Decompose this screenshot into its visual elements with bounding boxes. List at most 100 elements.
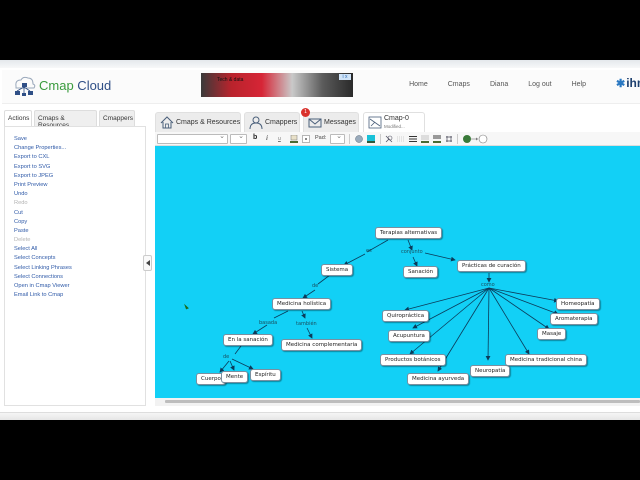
toolbar-separator: [457, 134, 458, 144]
actions-panel: Save Change Properties... Export to CXL …: [4, 126, 146, 406]
bold-button[interactable]: b: [253, 134, 258, 141]
ihmc-logo[interactable]: ✱ihm: [616, 76, 640, 90]
browser-chrome-strip: [0, 60, 640, 68]
linking-phrase-de[interactable]: de: [312, 283, 319, 289]
tab-cmappers[interactable]: Cmappers: [99, 110, 135, 126]
toolbar-separator: [380, 134, 381, 144]
tab-cmap-document[interactable]: Cmap-0 Modified...: [363, 112, 425, 132]
tab-messages[interactable]: 1 Messages: [301, 108, 359, 132]
ihmc-text: ihm: [626, 76, 640, 90]
tab-label: Cmappers: [265, 119, 298, 126]
concept-medicina-holistica[interactable]: Medicina holística: [272, 298, 332, 310]
tab-label: Cmaps & Resources: [176, 119, 241, 126]
document-status: Modified...: [384, 124, 405, 129]
nav-home[interactable]: Home: [409, 81, 428, 88]
tab-actions[interactable]: Actions: [4, 110, 32, 126]
concept-neuropatia[interactable]: Neuropatía: [470, 365, 511, 377]
document-title: Cmap-0: [384, 115, 409, 122]
font-size-select[interactable]: [230, 132, 247, 144]
nested-node-icon[interactable]: [462, 134, 488, 144]
action-select-all[interactable]: Select All: [14, 246, 38, 253]
action-email-link[interactable]: Email Link to Cmap: [14, 292, 64, 299]
action-select-concepts[interactable]: Select Concepts: [14, 255, 56, 262]
action-save[interactable]: Save: [14, 136, 27, 142]
font-color-icon[interactable]: [290, 135, 298, 143]
underline-button[interactable]: u: [278, 136, 281, 142]
tab-cmaps-and-resources[interactable]: Cmaps & Resources: [155, 112, 241, 132]
linking-phrase-como[interactable]: como: [481, 282, 495, 288]
action-select-linking-phrases[interactable]: Select Linking Phrases: [14, 264, 72, 271]
line-color-icon[interactable]: [421, 135, 429, 143]
linking-phrase-tambien[interactable]: también: [296, 321, 317, 327]
action-redo: Redo: [14, 200, 28, 207]
tab-cmappers-main[interactable]: Cmappers: [244, 112, 300, 132]
connection-style-icon[interactable]: [385, 135, 393, 143]
concept-medicina-tradicional-china[interactable]: Medicina tradicional china: [505, 354, 588, 366]
concept-sistema[interactable]: Sistema: [321, 264, 354, 276]
linking-phrase-de-2[interactable]: de: [223, 354, 230, 360]
action-copy[interactable]: Copy: [14, 218, 28, 225]
top-navigation: Home Cmaps Diana Log out Help: [389, 81, 586, 88]
action-export-cxl[interactable]: Export to CXL: [14, 154, 50, 161]
action-delete: Delete: [14, 237, 31, 244]
collapse-panel-button[interactable]: [143, 255, 152, 271]
fill-color-icon[interactable]: [367, 135, 375, 143]
shape-icon[interactable]: [355, 135, 363, 143]
nav-log-out[interactable]: Log out: [528, 81, 552, 88]
line-thickness-icon[interactable]: [409, 135, 417, 143]
action-cut[interactable]: Cut: [14, 209, 23, 216]
app-header: Cmap Cloud Tech & data i x Home Cmaps Di…: [2, 70, 640, 104]
linking-phrase-conjunto[interactable]: conjunto: [401, 249, 423, 255]
toolbar-separator: [349, 134, 350, 144]
concept-practicas-de-curacion[interactable]: Prácticas de curación: [457, 260, 526, 272]
cmap-cloud-window: Cmap Cloud Tech & data i x Home Cmaps Di…: [0, 60, 640, 420]
action-export-jpeg[interactable]: Export to JPEG: [14, 172, 54, 179]
action-print-preview[interactable]: Print Preview: [14, 181, 48, 188]
font-family-select[interactable]: [157, 132, 228, 144]
concept-acupuntura[interactable]: Acupuntura: [388, 330, 430, 342]
linking-phrase-es[interactable]: es: [366, 248, 372, 254]
action-paste[interactable]: Paste: [14, 227, 29, 234]
concept-sanacion[interactable]: Sanación: [403, 266, 439, 278]
line-style-icon[interactable]: [397, 135, 405, 143]
action-change-properties[interactable]: Change Properties...: [14, 145, 67, 152]
action-export-svg[interactable]: Export to SVG: [14, 163, 51, 170]
tab-label: Messages: [324, 119, 356, 126]
nav-user-diana[interactable]: Diana: [489, 81, 509, 88]
concept-productos-botanicos[interactable]: Productos botánicos: [380, 354, 446, 366]
concept-medicina-complementaria[interactable]: Medicina complementaria: [281, 339, 363, 351]
text-box-icon[interactable]: [302, 135, 310, 143]
concept-aromaterapia[interactable]: Aromaterapia: [550, 313, 598, 325]
envelope-icon: [308, 118, 322, 128]
nav-cmaps[interactable]: Cmaps: [447, 81, 470, 88]
arrow-direction-icon[interactable]: [445, 135, 453, 143]
concept-mente[interactable]: Mente: [221, 371, 249, 383]
concept-en-la-sanacion[interactable]: En la sanación: [223, 334, 273, 346]
brand-cmap: Cmap: [39, 78, 74, 93]
shadow-icon[interactable]: [433, 135, 441, 143]
action-open-cmap-viewer[interactable]: Open in Cmap Viewer: [14, 283, 70, 289]
bottom-strip: [0, 412, 640, 420]
concept-map-canvas[interactable]: es conjunto de basada también de como Te…: [155, 146, 640, 398]
actions-list: Save Change Properties... Export to CXL …: [5, 127, 145, 300]
nav-help[interactable]: Help: [571, 81, 586, 88]
concept-terapias-alternativas[interactable]: Terapias alternativas: [375, 227, 443, 239]
concept-medicina-ayurveda[interactable]: Medicina ayurveda: [407, 373, 470, 385]
concept-espiritu[interactable]: Espíritu: [250, 369, 281, 381]
tab-cmaps-resources[interactable]: Cmaps & Resources: [34, 110, 97, 129]
concept-homeopatia[interactable]: Homeopatía: [556, 298, 600, 310]
italic-button[interactable]: i: [266, 134, 268, 142]
concept-quiropractica[interactable]: Quiropráctica: [382, 310, 430, 322]
scrollbar-thumb[interactable]: [165, 400, 640, 403]
action-select-connections[interactable]: Select Connections: [14, 273, 64, 280]
canvas-horizontal-scrollbar[interactable]: [155, 398, 640, 406]
pad-select[interactable]: [330, 132, 345, 144]
concept-masaje[interactable]: Masaje: [537, 328, 567, 340]
advertisement-banner[interactable]: Tech & data i x: [201, 73, 353, 97]
user-icon: [249, 116, 263, 129]
linking-phrase-basada[interactable]: basada: [259, 320, 278, 326]
ad-close-button[interactable]: i x: [339, 74, 351, 80]
brand-title[interactable]: Cmap Cloud: [39, 78, 111, 93]
action-undo[interactable]: Undo: [14, 191, 28, 198]
messages-count-badge: 1: [301, 108, 310, 117]
